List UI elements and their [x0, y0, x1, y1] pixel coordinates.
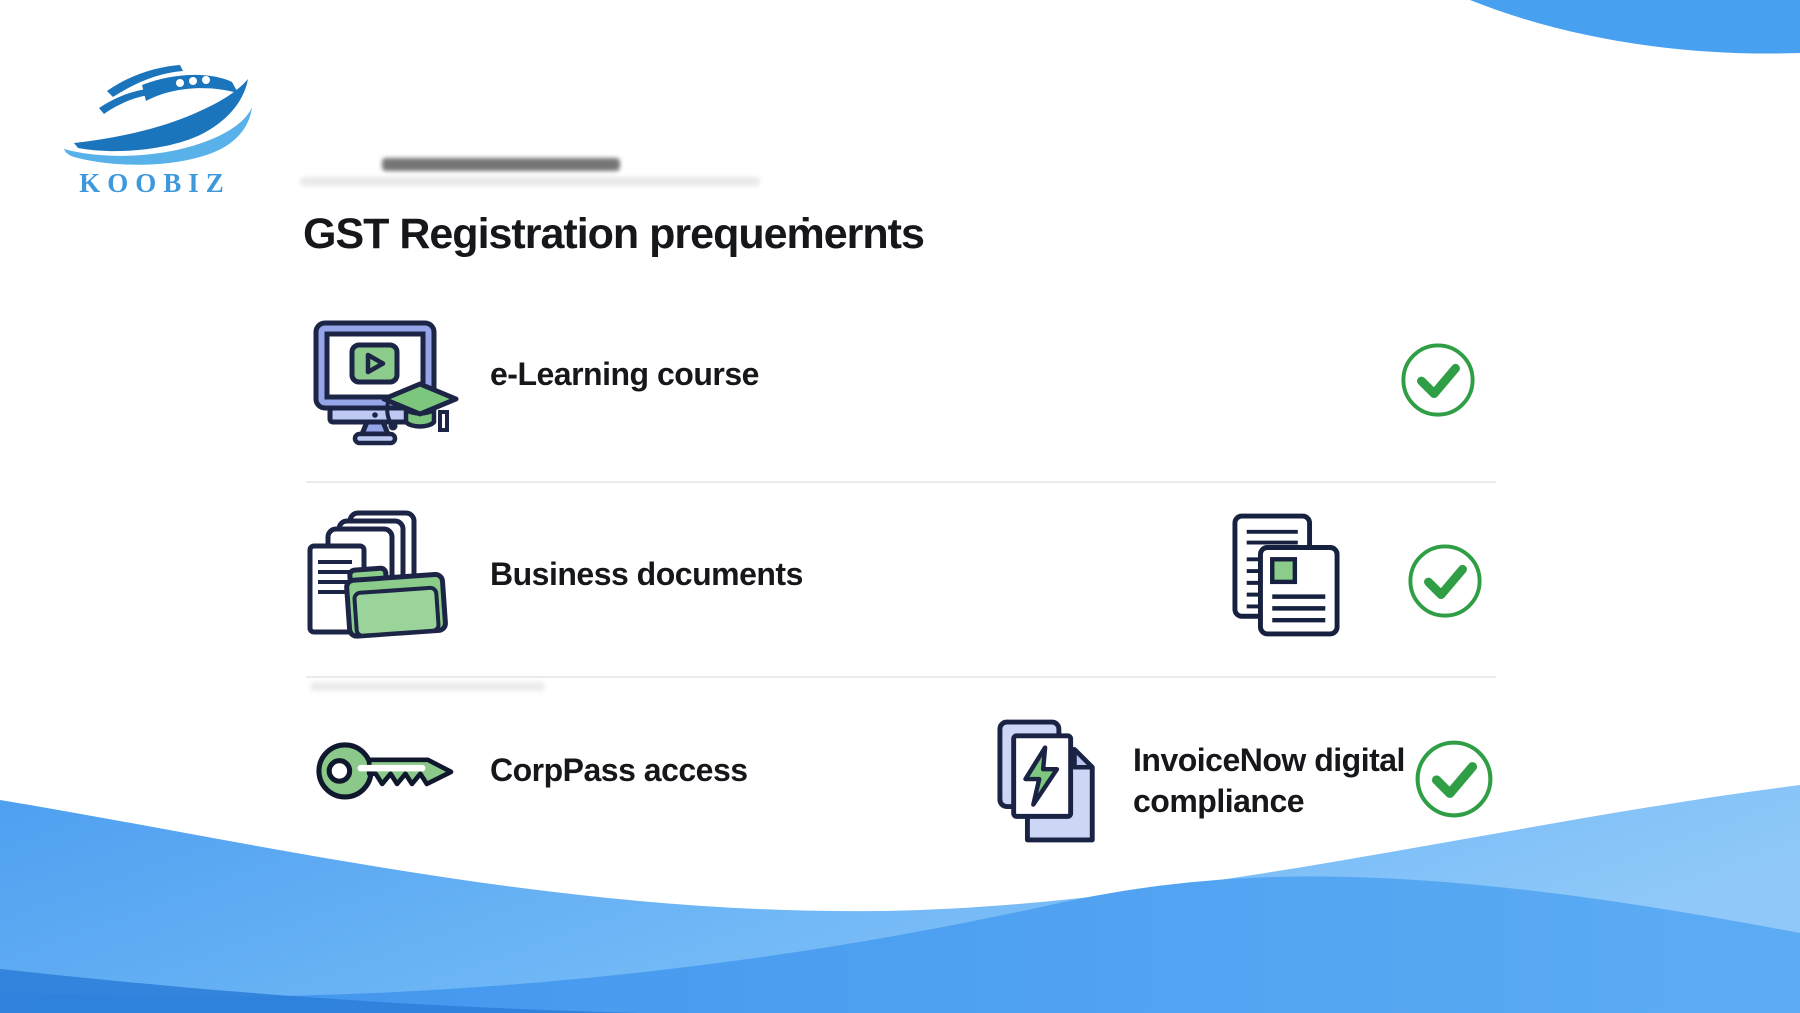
key-icon [316, 742, 454, 800]
page-title: GST Registration prequeṁernts [303, 210, 925, 258]
folder-documents-icon [307, 510, 448, 639]
bottom-waves-decoration [0, 785, 1800, 1013]
check-icon [1408, 544, 1482, 618]
check-icon [1401, 343, 1475, 417]
ghost-artifact [310, 682, 545, 691]
graduation-cap-icon [381, 381, 459, 432]
logo-brand-text: KOOBIZ [79, 168, 231, 198]
invoice-bolt-documents-icon [997, 719, 1095, 843]
row-divider [306, 676, 1496, 678]
row-divider [306, 481, 1496, 483]
ghost-artifact [300, 177, 760, 186]
wave-deep-corner [0, 969, 640, 1013]
wave-medium [0, 876, 1800, 1013]
checklist-item-label: e-Learning course [490, 356, 759, 392]
logo-boat-icon [64, 65, 252, 165]
checklist-item-right-label: InvoiceNow digital compliance [1133, 742, 1405, 819]
check-icon [1415, 740, 1493, 818]
checklist-item-label: Business documents [490, 556, 803, 592]
document-pair-icon [1232, 513, 1340, 637]
ghost-artifact [382, 158, 620, 171]
top-right-swoosh-decoration [1470, 0, 1800, 54]
checklist-item-label: CorpPass access [490, 752, 748, 788]
elearning-monitor-icon [313, 320, 459, 446]
